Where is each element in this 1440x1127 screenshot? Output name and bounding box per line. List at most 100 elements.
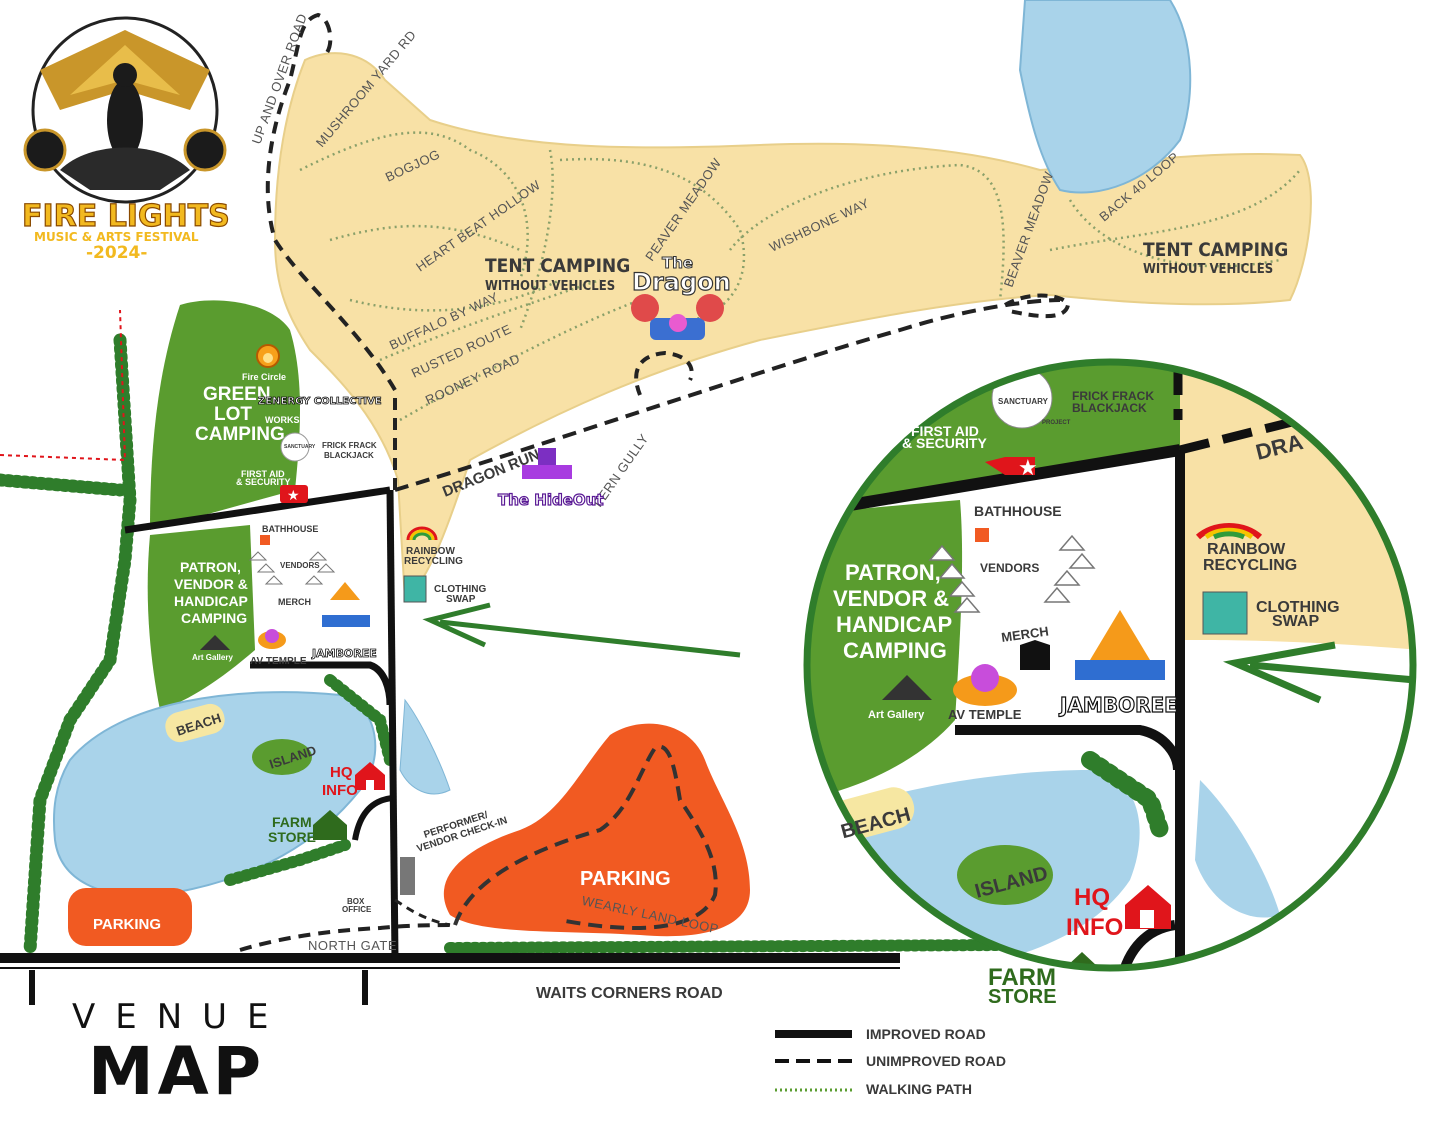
inset-jamboree: JAMBOREE (1058, 693, 1178, 717)
beaver-loop (1003, 293, 1071, 319)
festival-logo (23, 16, 227, 204)
logo-title: FIRE LIGHTS (22, 199, 230, 234)
up-and-over-road (265, 12, 397, 490)
inset-pointer-arrow (439, 619, 741, 658)
dragon-label-1: The (662, 254, 693, 272)
rainbow-icon-inner (409, 529, 435, 541)
fire-circle-label: Fire Circle (242, 372, 286, 382)
av-temple-label: AV TEMPLE (250, 656, 307, 667)
box-office-label-2: OFFICE (342, 905, 372, 914)
property-line (0, 309, 127, 462)
clothing-label-2: SWAP (446, 594, 476, 605)
farm-label-2: STORE (268, 829, 316, 845)
farm-label-1: FARM (272, 814, 312, 830)
farm-store-icon (313, 810, 347, 840)
inset-farm-1: FARM (988, 964, 1056, 991)
svg-text:★: ★ (287, 488, 300, 504)
inset-hq-2: INFO (1066, 914, 1123, 941)
inset-av-temple: AV TEMPLE (948, 707, 1022, 722)
bathhouse-icon (260, 535, 270, 545)
check-in-building (400, 857, 415, 895)
art-gallery-label: Art Gallery (192, 653, 233, 662)
box-office-road (394, 898, 451, 927)
rainbow-label-1: RAINBOW (406, 546, 455, 557)
waits-road-label: WAITS CORNERS ROAD (536, 985, 723, 1002)
improved-road-vertical (386, 489, 399, 959)
rainbow-icon (406, 526, 438, 541)
hedge-farm (224, 839, 351, 886)
parking-small-label: PARKING (93, 916, 161, 933)
inset-zoom: ★ (807, 362, 1413, 968)
vendor-tents (248, 551, 336, 585)
hideout-label: The HideOut (498, 491, 604, 509)
hedge-west (23, 333, 137, 957)
legend-improved: IMPROVED ROAD (866, 1026, 986, 1042)
rainbow-label-2: RECYCLING (404, 556, 463, 567)
tent-camping-2-title: TENT CAMPING (1143, 239, 1288, 261)
inset-farm-2: STORE (988, 986, 1057, 1008)
tent-camping-area (273, 52, 1312, 602)
art-gallery-icon (200, 635, 230, 650)
sanctuary-label: SANCTUARY (284, 444, 316, 450)
legend-unimproved: UNIMPROVED ROAD (866, 1053, 1006, 1069)
inset-patron-1: PATRON, (845, 560, 941, 585)
inset-bathhouse: BATHHOUSE (974, 503, 1062, 519)
workshops-label: WORKSHOPS (265, 415, 325, 425)
inset-vendors: VENDORS (980, 561, 1039, 575)
hedge-pond (324, 674, 396, 766)
first-aid-label-2: & SECURITY (236, 477, 291, 487)
inset-merch: MERCH (1000, 623, 1049, 644)
dragon-run-road (394, 298, 1061, 492)
hideout-icon (522, 448, 572, 479)
inset-frick-1: FRICK FRACK (1072, 389, 1154, 403)
creek (399, 698, 451, 795)
inset-border (803, 358, 1417, 972)
patron-line-2: VENDOR & (174, 576, 248, 592)
bathhouse-label: BATHHOUSE (262, 524, 318, 534)
inset-sanctuary: SANCTUARY (998, 397, 1049, 406)
first-aid-label-1: FIRST AID (241, 469, 285, 479)
inset-rainbow-1: RAINBOW (1207, 541, 1286, 558)
av-temple-icon (258, 629, 286, 649)
dragon-label-2: Dragon (632, 268, 731, 296)
green-lot-line-2: LOT (214, 404, 252, 425)
hq-label-1: HQ (330, 764, 353, 781)
jamboree-label: JAMBOREE (311, 647, 377, 660)
inset-rainbow-2: RECYCLING (1203, 557, 1297, 574)
parking-small (68, 888, 192, 946)
hq-house-icon (355, 762, 385, 790)
svg-text:★: ★ (1018, 456, 1038, 481)
clothing-swap-icon (403, 575, 427, 603)
north-gate-road (239, 923, 456, 952)
legend (775, 1030, 852, 1092)
inset-hq-1: HQ (1074, 884, 1110, 911)
frick-label-2: BLACKJACK (324, 451, 374, 460)
inset-pointer-arrowhead (422, 602, 491, 648)
title-venue: VENUE (72, 997, 289, 1037)
patron-camping-area (147, 525, 255, 710)
rainbow-icon-core (412, 532, 432, 541)
tent-camping-1-title: TENT CAMPING (485, 255, 630, 277)
hq-label-2: INFO (322, 782, 358, 799)
inset-frick-2: BLACKJACK (1072, 401, 1147, 415)
inset-project: PROJECT (1042, 420, 1071, 426)
improved-road-hq (352, 795, 393, 841)
vendors-label: VENDORS (280, 561, 320, 570)
title-map: MAP (88, 1033, 265, 1110)
north-gate-label: NORTH GATE (308, 938, 397, 953)
legend-walking: WALKING PATH (866, 1081, 972, 1097)
inset-patron-2: VENDOR & (833, 586, 949, 611)
jamboree-icon (322, 582, 370, 627)
patron-line-4: CAMPING (181, 610, 247, 626)
fire-circle-icon (256, 344, 280, 368)
inset-patron-3: HANDICAP (836, 612, 952, 637)
inset-first-aid-1: FIRST AID (911, 423, 979, 439)
improved-road-cross (124, 486, 391, 534)
first-aid-icon: ★ (280, 485, 308, 504)
green-lot-line-3: CAMPING (195, 424, 285, 445)
inset-patron-4: CAMPING (843, 638, 947, 663)
sanctuary-icon (280, 432, 310, 462)
inset-clothing-1: CLOTHING (1256, 599, 1340, 616)
lake-north (1018, 0, 1192, 194)
hedge-north (0, 473, 127, 497)
